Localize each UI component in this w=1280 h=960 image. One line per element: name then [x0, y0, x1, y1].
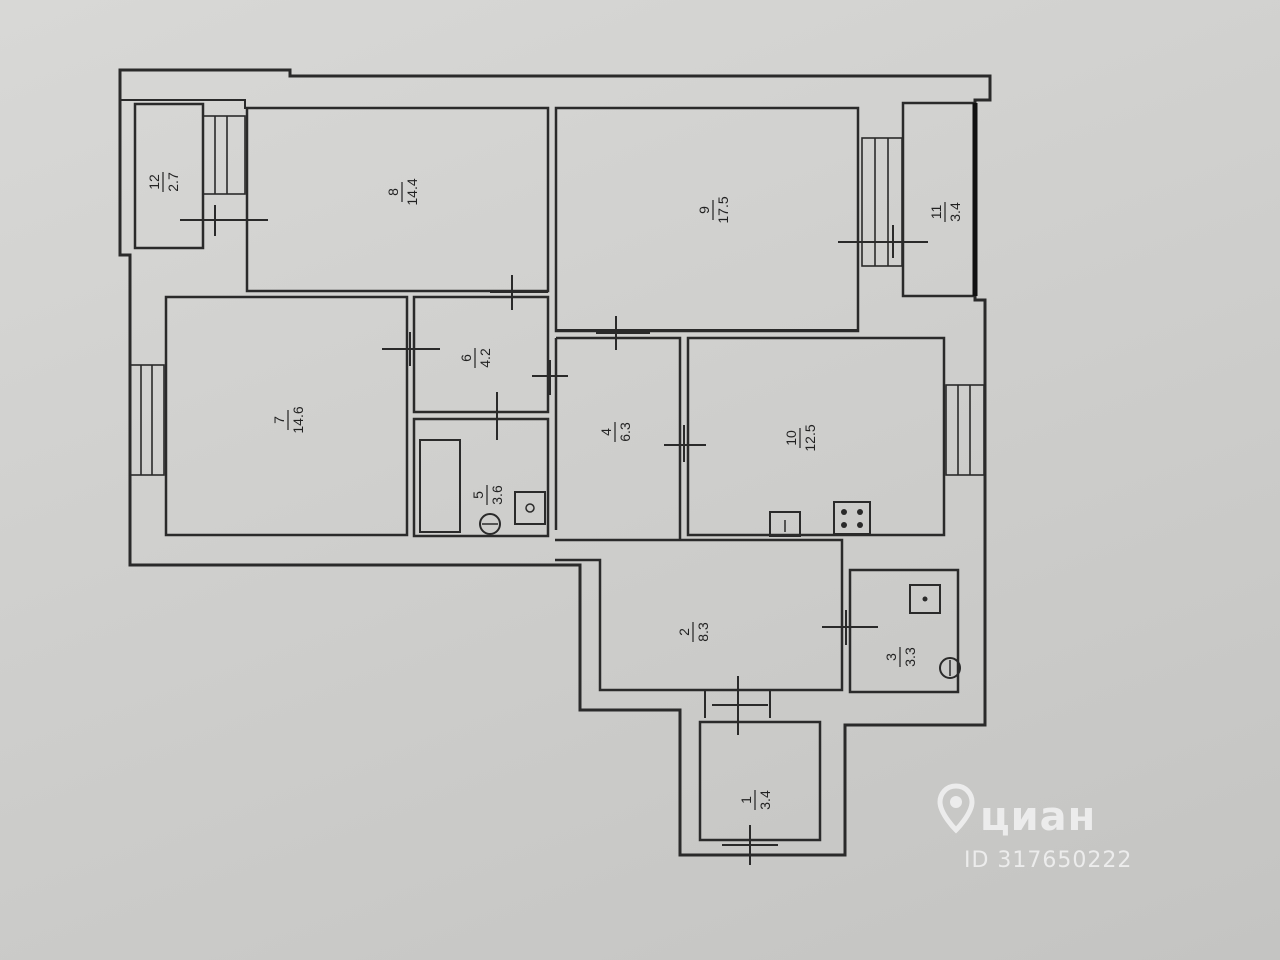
- watermark-id: ID 317650222: [964, 848, 1133, 873]
- room-number: 5: [470, 491, 486, 499]
- room-number: 3: [883, 653, 899, 661]
- room-8: [245, 106, 550, 293]
- window: [129, 364, 165, 476]
- door-marker: [475, 392, 530, 440]
- outer-wall: [118, 68, 992, 857]
- door-marker: [664, 425, 706, 462]
- wc-sink-icon: [909, 584, 941, 614]
- window: [861, 137, 903, 267]
- room-9: [554, 106, 860, 333]
- room-number: 7: [271, 416, 287, 424]
- room-area: 14.6: [290, 406, 306, 433]
- room-area: 6.3: [617, 422, 633, 442]
- room-2: [555, 538, 844, 692]
- stove-icon: [833, 501, 871, 535]
- door-marker: [822, 610, 878, 645]
- map-pin-icon: [937, 783, 975, 834]
- room-area: 3.3: [902, 647, 918, 667]
- door-marker: [838, 225, 928, 258]
- room-number: 6: [458, 354, 474, 362]
- room-area: 8.3: [695, 622, 711, 642]
- door-marker: [180, 205, 268, 236]
- door-marker: [712, 676, 768, 735]
- room-7: [164, 295, 409, 537]
- room-area: 12.5: [802, 424, 818, 451]
- room-4: [554, 336, 682, 540]
- toilet-icon: [479, 513, 501, 535]
- room-number: 1: [738, 796, 754, 804]
- inner-wall: [120, 99, 859, 331]
- sink-icon: [514, 491, 546, 525]
- watermark-brand: циан: [980, 794, 1097, 840]
- room-area: 3.4: [947, 202, 963, 222]
- room-3: [848, 568, 960, 694]
- kitchen-sink-icon: [769, 511, 801, 537]
- door-marker: [382, 332, 440, 366]
- door-marker: [722, 825, 778, 865]
- room-10: [686, 336, 946, 537]
- room-area: 3.6: [489, 485, 505, 505]
- room-1: [698, 720, 822, 842]
- bathtub-icon: [419, 439, 461, 533]
- room-area: 17.5: [715, 196, 731, 223]
- room-11: [901, 101, 977, 298]
- door-marker: [596, 316, 650, 350]
- room-number: 8: [385, 188, 401, 196]
- room-area: 3.4: [757, 790, 773, 810]
- room-5: [412, 417, 550, 538]
- room-number: 12: [146, 174, 162, 190]
- wc-toilet-icon: [939, 657, 961, 679]
- window: [945, 384, 985, 476]
- room-number: 9: [696, 206, 712, 214]
- room-area: 2.7: [165, 172, 181, 192]
- room-area: 14.4: [404, 178, 420, 205]
- room-number: 11: [928, 205, 944, 220]
- door-marker: [532, 360, 568, 395]
- room-area: 4.2: [477, 348, 493, 368]
- room-number: 10: [783, 430, 799, 446]
- room-number: 2: [676, 628, 692, 636]
- door-marker: [490, 275, 548, 310]
- window: [202, 115, 246, 195]
- room-number: 4: [598, 428, 614, 436]
